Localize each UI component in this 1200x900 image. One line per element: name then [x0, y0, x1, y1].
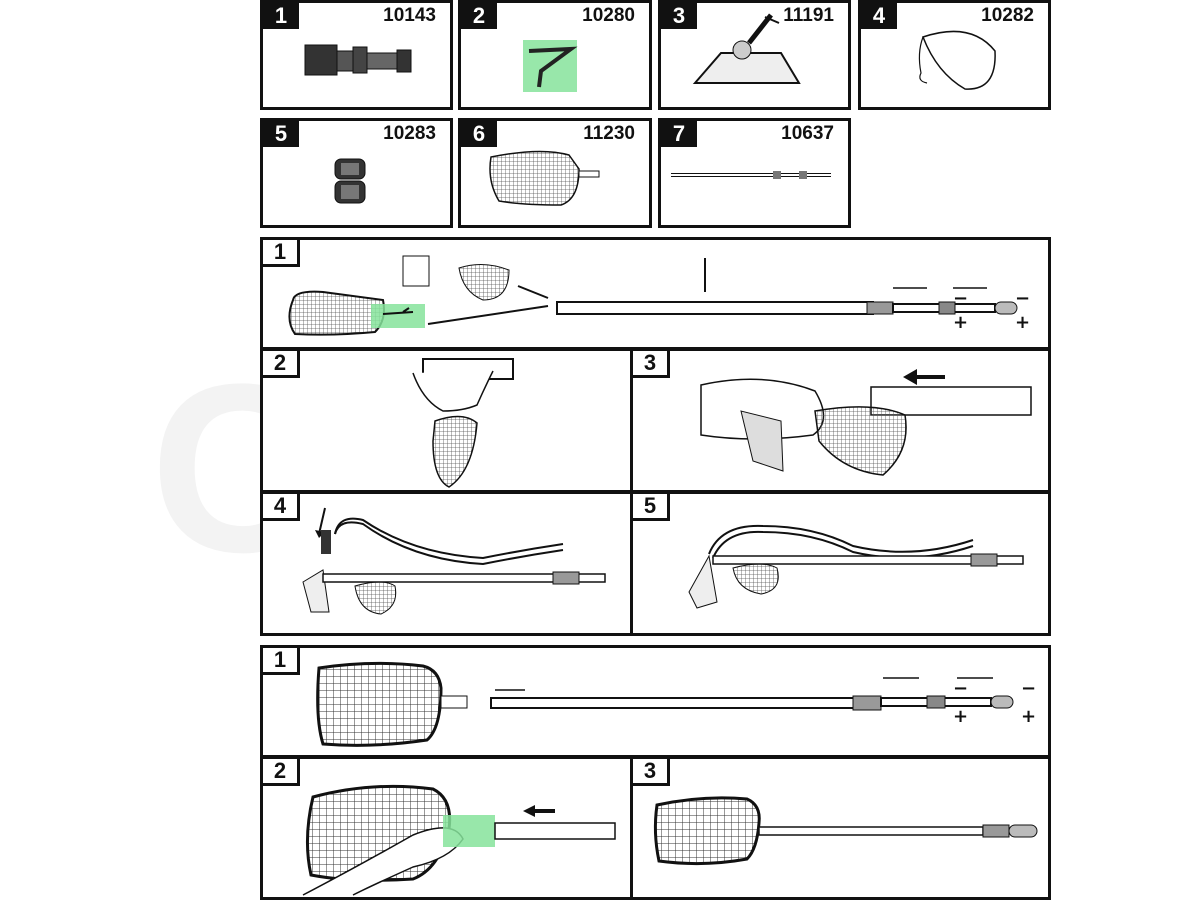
part-card-7: 7 10637 — [658, 118, 851, 228]
part-number: 3 — [661, 3, 697, 29]
skimmer-step-2-illustration — [302, 784, 616, 896]
part-code: 10283 — [383, 123, 436, 144]
clip-icon — [523, 40, 578, 92]
part-number: 6 — [461, 121, 497, 147]
step-number: 1 — [263, 240, 300, 267]
skimmer-step-2: 2 — [260, 756, 633, 900]
part-number: 1 — [263, 3, 299, 29]
vacuum-step-3-illustration — [700, 369, 1032, 476]
part-card-2: 2 10280 — [458, 0, 652, 110]
part-number: 5 — [263, 121, 299, 147]
minus-symbol: − — [953, 678, 968, 699]
step-number: 3 — [633, 351, 670, 378]
telescopic-pole-icon — [671, 171, 831, 179]
vacuum-step-1-illustration: − + − + — [288, 255, 1030, 336]
hose-adapter-icon — [304, 44, 412, 76]
coupling-icon — [334, 158, 366, 204]
part-card-3: 3 11191 — [658, 0, 851, 110]
minus-symbol: − — [1021, 678, 1036, 699]
part-card-6: 6 11230 — [458, 118, 652, 228]
vacuum-step-4: 4 — [260, 491, 633, 636]
step-number: 5 — [633, 494, 670, 521]
filter-bag-icon — [918, 30, 996, 90]
part-number: 2 — [461, 3, 497, 29]
vacuum-head-icon — [692, 13, 801, 84]
skimmer-step-1-illustration: − + − + — [316, 661, 1036, 747]
vacuum-step-1: 1 − + − + — [260, 237, 1051, 350]
plus-symbol: + — [1021, 706, 1036, 727]
part-code: 11191 — [783, 5, 834, 26]
step-number: 2 — [263, 759, 300, 786]
vacuum-step-4-illustration — [302, 507, 606, 615]
vacuum-step-5-illustration — [688, 524, 1024, 609]
skimmer-net-icon — [489, 150, 600, 206]
part-card-5: 5 10283 — [260, 118, 453, 228]
plus-symbol: + — [953, 706, 968, 727]
minus-symbol: − — [953, 288, 968, 309]
part-number: 4 — [861, 3, 897, 29]
step-number: 3 — [633, 759, 670, 786]
step-number: 1 — [263, 648, 300, 675]
vacuum-step-2: 2 — [260, 348, 633, 493]
part-card-1: 1 10143 — [260, 0, 453, 110]
plus-symbol: + — [1015, 312, 1030, 333]
step-number: 4 — [263, 494, 300, 521]
part-code: 10143 — [383, 5, 436, 26]
part-code: 10280 — [582, 5, 635, 26]
step-number: 2 — [263, 351, 300, 378]
minus-symbol: − — [1015, 288, 1030, 309]
skimmer-step-3: 3 — [630, 756, 1051, 900]
part-code: 10637 — [781, 123, 834, 144]
plus-symbol: + — [953, 312, 968, 333]
vacuum-step-2-illustration — [412, 358, 514, 488]
skimmer-step-3-illustration — [653, 796, 1038, 866]
part-code: 11230 — [583, 123, 635, 144]
vacuum-step-5: 5 — [630, 491, 1051, 636]
part-card-4: 4 10282 — [858, 0, 1051, 110]
vacuum-step-3: 3 — [630, 348, 1051, 493]
part-code: 10282 — [981, 5, 1034, 26]
skimmer-step-1: 1 − + − + — [260, 645, 1051, 758]
part-number: 7 — [661, 121, 697, 147]
